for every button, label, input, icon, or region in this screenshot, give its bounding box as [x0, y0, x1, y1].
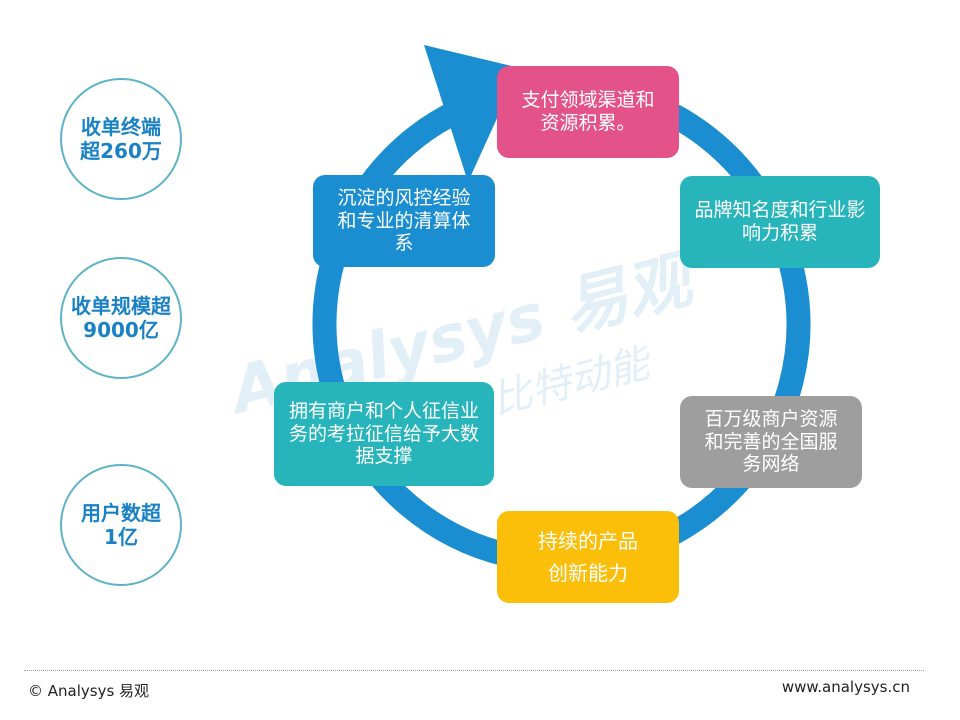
- stat-terminals-text: 收单终端 超260万: [80, 115, 162, 163]
- node-risk-control-text: 沉淀的风控经验 和专业的清算体 系: [337, 186, 471, 255]
- node-merchant-network: 百万级商户资源 和完善的全国服 务网络: [680, 396, 862, 488]
- cycle-ring-arc: [312, 75, 811, 574]
- stat-scale-text: 收单规模超 9000亿: [71, 294, 171, 342]
- node-brand-influence-text: 品牌知名度和行业影 响力积累: [694, 199, 866, 244]
- node-product-innovation-text: 持续的产品 创新能力: [538, 529, 638, 585]
- node-risk-control: 沉淀的风控经验 和专业的清算体 系: [313, 175, 495, 267]
- cycle-arrowhead-icon: [424, 45, 520, 182]
- stat-users: 用户数超 1亿: [60, 464, 182, 586]
- node-payment-channels: 支付领域渠道和 资源积累。: [497, 66, 679, 158]
- stat-users-text: 用户数超 1亿: [81, 501, 161, 549]
- stat-scale: 收单规模超 9000亿: [60, 257, 182, 379]
- node-merchant-network-text: 百万级商户资源 和完善的全国服 务网络: [704, 407, 838, 476]
- stat-terminals: 收单终端 超260万: [60, 78, 182, 200]
- node-product-innovation: 持续的产品 创新能力: [497, 511, 679, 603]
- footer-website-link[interactable]: www.analysys.cn: [781, 678, 910, 696]
- node-credit-data: 拥有商户和个人征信业 务的考拉征信给予大数 据支撑: [274, 382, 494, 486]
- node-brand-influence: 品牌知名度和行业影 响力积累: [680, 176, 880, 268]
- node-credit-data-text: 拥有商户和个人征信业 务的考拉征信给予大数 据支撑: [288, 399, 479, 468]
- footer-divider: [24, 670, 924, 671]
- footer-copyright: © Analysys 易观: [28, 682, 150, 700]
- node-payment-channels-text: 支付领域渠道和 资源积累。: [521, 89, 655, 134]
